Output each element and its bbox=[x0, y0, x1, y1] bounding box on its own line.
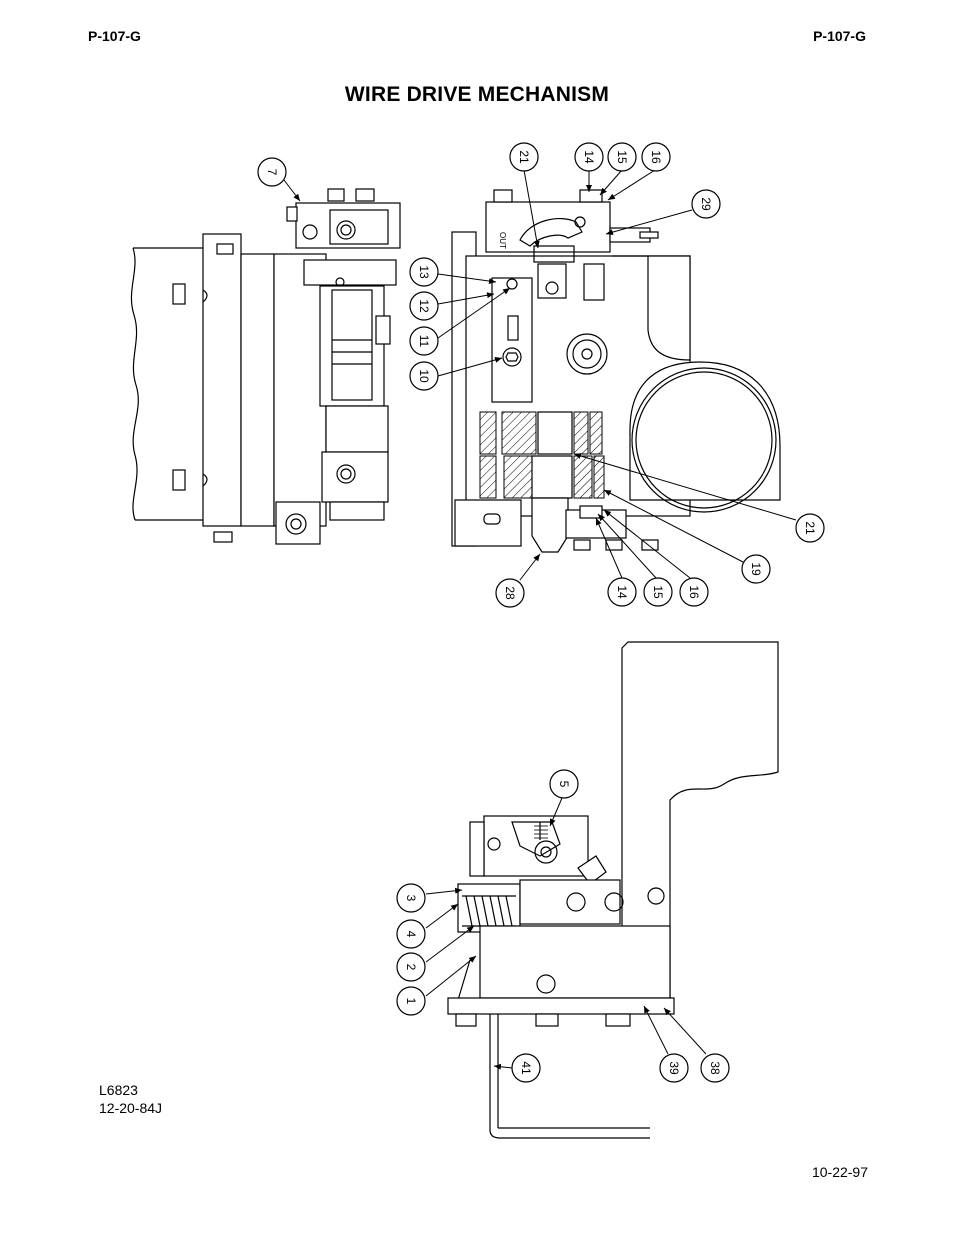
callout-14-top: 14 bbox=[574, 142, 604, 172]
motor-break-line bbox=[130, 247, 139, 521]
svg-text:28: 28 bbox=[503, 586, 517, 600]
front-view: OUT bbox=[451, 189, 781, 553]
side-guide-bracket bbox=[275, 501, 321, 545]
drive-gear-hub bbox=[566, 333, 608, 375]
side-bolt-lower bbox=[172, 469, 186, 491]
callout-10: 10 bbox=[409, 361, 439, 391]
base-plate bbox=[447, 997, 675, 1015]
inlet-guide-bracket bbox=[454, 499, 522, 547]
gear-block bbox=[519, 879, 621, 925]
callout-1: 1 bbox=[396, 986, 426, 1016]
gear-housing-plate bbox=[202, 233, 242, 527]
lower-view bbox=[447, 641, 779, 1139]
callout-3: 3 bbox=[396, 883, 426, 913]
callout-2: 2 bbox=[396, 952, 426, 982]
svg-text:2: 2 bbox=[404, 964, 418, 971]
svg-text:4: 4 bbox=[404, 931, 418, 938]
callout-21-top: 21 bbox=[509, 142, 539, 172]
callout-16-top: 16 bbox=[641, 142, 671, 172]
tension-block bbox=[491, 277, 533, 403]
callout-12: 12 bbox=[409, 291, 439, 321]
callout-13: 13 bbox=[409, 257, 439, 287]
svg-text:21: 21 bbox=[803, 521, 817, 535]
svg-text:15: 15 bbox=[651, 585, 665, 599]
callouts: 7 21 14 15 16 29 13 12 11 10 21 19 28 14… bbox=[257, 142, 825, 1083]
doc-number-right: P-107-G bbox=[813, 28, 866, 44]
svg-text:10: 10 bbox=[417, 369, 431, 383]
svg-text:38: 38 bbox=[708, 1061, 722, 1075]
svg-text:16: 16 bbox=[687, 585, 701, 599]
svg-text:5: 5 bbox=[557, 781, 571, 788]
callout-14-bottom: 14 bbox=[607, 577, 637, 607]
svg-text:12: 12 bbox=[417, 299, 431, 313]
callout-29: 29 bbox=[691, 189, 721, 219]
callout-4: 4 bbox=[396, 919, 426, 949]
out-engraving: OUT bbox=[498, 232, 507, 249]
wire-reel-hub-housing bbox=[629, 361, 781, 501]
drawing-revision: 12-20-84J bbox=[99, 1100, 163, 1116]
mounting-bracket bbox=[489, 1014, 650, 1139]
callout-41: 41 bbox=[511, 1053, 541, 1083]
drawing-id: L6823 12-20-84J bbox=[99, 1081, 162, 1117]
leader-lines bbox=[283, 169, 797, 1070]
callout-39: 39 bbox=[659, 1053, 689, 1083]
callout-16-bottom: 16 bbox=[679, 577, 709, 607]
svg-text:41: 41 bbox=[519, 1061, 533, 1075]
svg-text:29: 29 bbox=[699, 197, 713, 211]
doc-number-left: P-107-G bbox=[88, 28, 141, 44]
drawing-number: L6823 bbox=[99, 1082, 138, 1098]
callout-5: 5 bbox=[549, 769, 579, 799]
callout-21-right: 21 bbox=[795, 513, 825, 543]
callout-15-top: 15 bbox=[607, 142, 637, 172]
side-view bbox=[130, 188, 401, 545]
svg-text:21: 21 bbox=[517, 150, 531, 164]
svg-text:14: 14 bbox=[615, 585, 629, 599]
callout-28: 28 bbox=[495, 578, 525, 608]
callout-11: 11 bbox=[409, 326, 439, 356]
idler-arm-housing bbox=[485, 201, 611, 253]
callout-15-bottom: 15 bbox=[643, 577, 673, 607]
svg-text:1: 1 bbox=[404, 998, 418, 1005]
svg-text:19: 19 bbox=[749, 562, 763, 576]
svg-text:11: 11 bbox=[417, 335, 431, 348]
callout-38: 38 bbox=[700, 1053, 730, 1083]
motor-body bbox=[621, 641, 779, 1001]
svg-text:15: 15 bbox=[615, 150, 629, 164]
wire-reel-hub bbox=[631, 367, 777, 513]
side-bolt-upper bbox=[172, 283, 186, 305]
page-title: WIRE DRIVE MECHANISM bbox=[344, 83, 610, 106]
callout-7: 7 bbox=[257, 157, 287, 187]
pressure-spring-assembly bbox=[457, 883, 521, 933]
page-date: 10-22-97 bbox=[811, 1164, 868, 1180]
svg-text:13: 13 bbox=[417, 265, 431, 279]
svg-text:16: 16 bbox=[649, 150, 663, 164]
wire-guide-nozzle bbox=[531, 497, 569, 553]
svg-text:39: 39 bbox=[667, 1061, 681, 1075]
callout-19: 19 bbox=[741, 554, 771, 584]
svg-text:14: 14 bbox=[582, 150, 596, 164]
svg-text:3: 3 bbox=[404, 895, 418, 902]
svg-text:7: 7 bbox=[265, 169, 279, 176]
